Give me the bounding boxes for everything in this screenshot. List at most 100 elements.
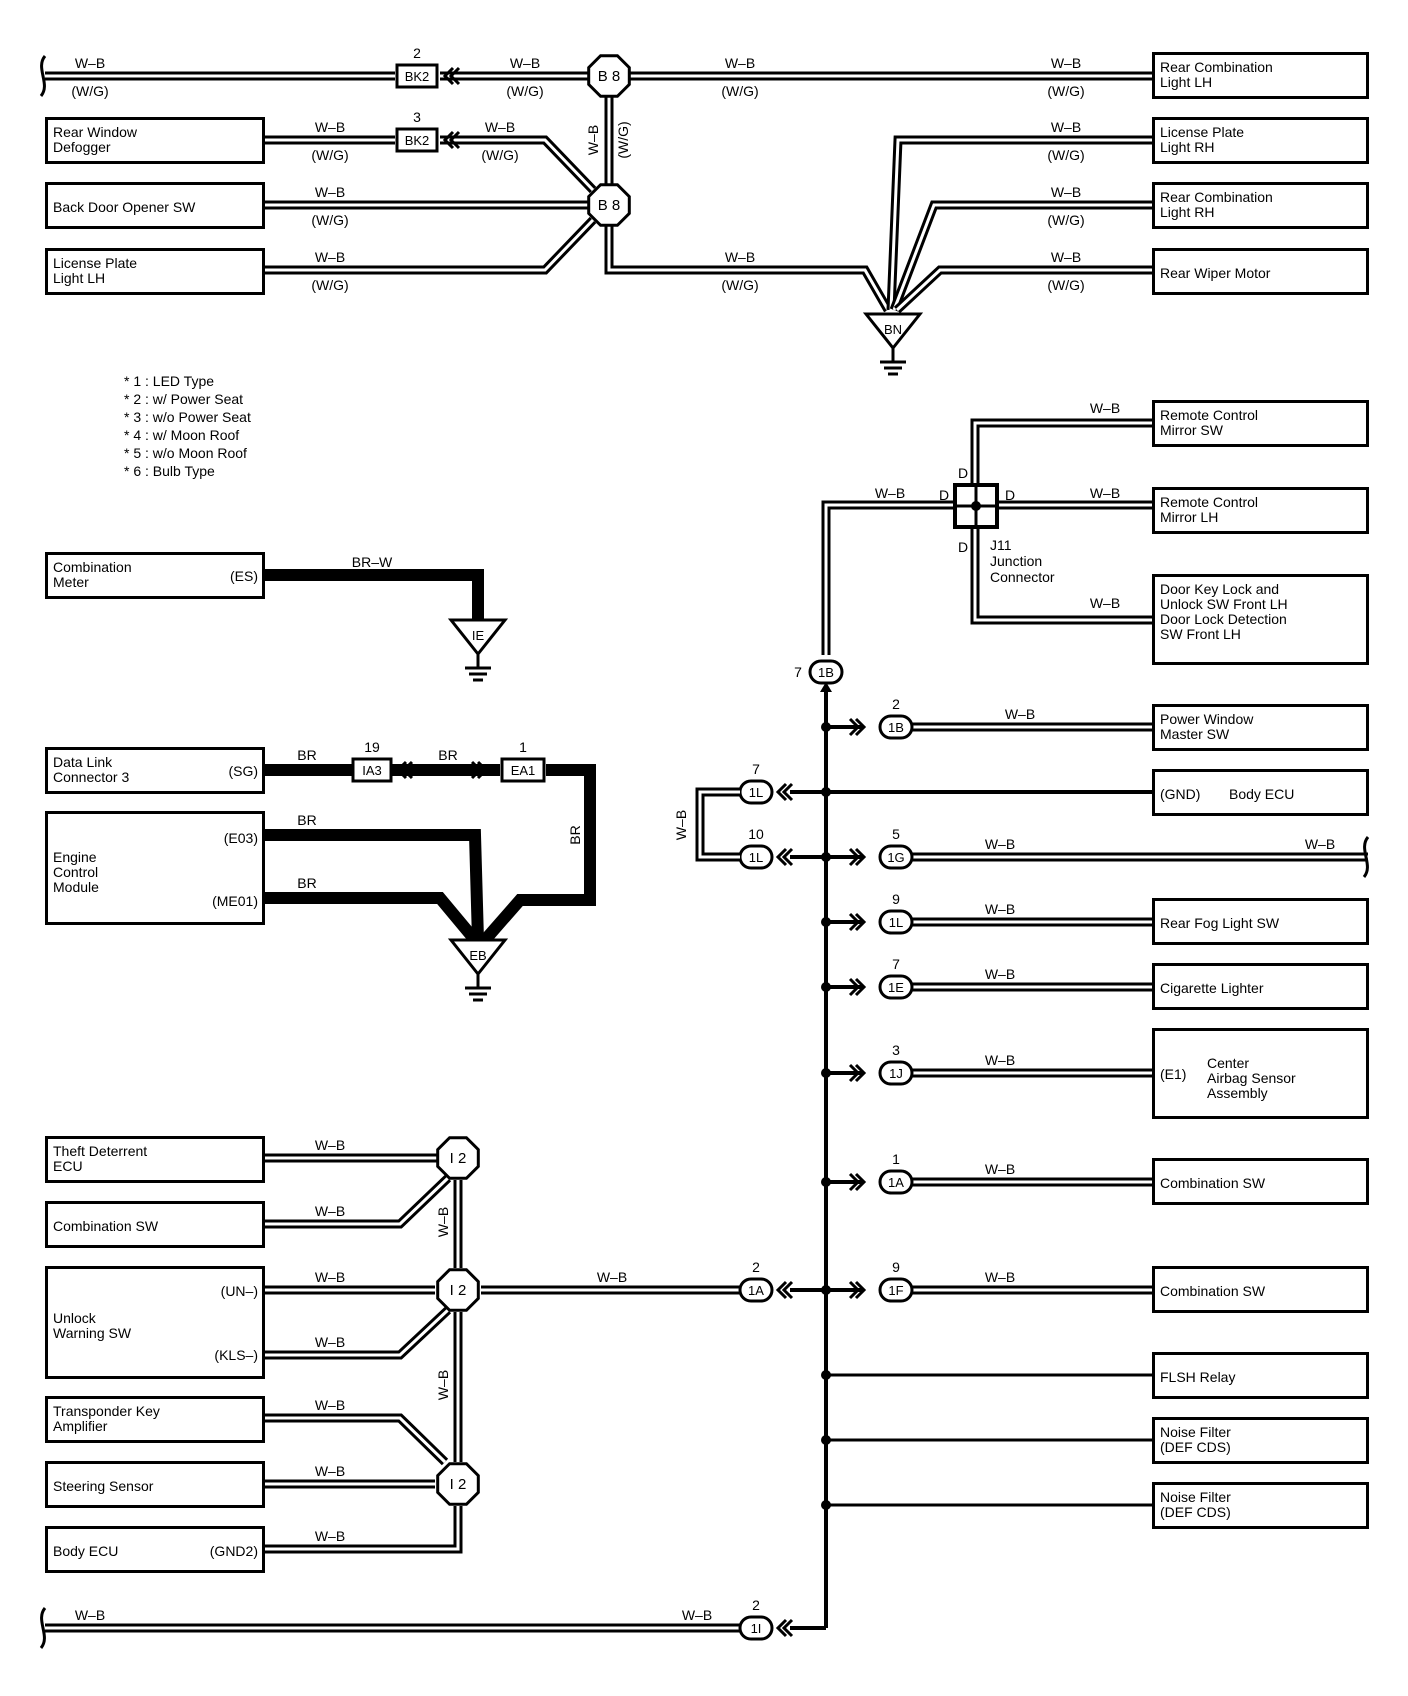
wire-color-label: W–B [725,249,755,265]
transponder-key-amplifier-label: Transponder Key Amplifier [53,1403,160,1434]
legend-item: * 2 : w/ Power Seat [124,391,244,407]
wire-break-mark [39,1607,47,1649]
pin-un: (UN–) [220,1283,258,1299]
back-door-opener-sw-box: Back Door Opener SW [45,182,265,229]
rear-wiper-motor-label: Rear Wiper Motor [1160,265,1271,281]
wire-break-mark [39,55,47,97]
wire-color-label: (W/G) [721,83,758,99]
arrow-mark [854,1280,867,1300]
wire-color-label: W–B [1305,836,1335,852]
wire-core [440,138,595,192]
j11-pin-d: D [939,487,949,503]
arrow-mark [854,1172,867,1192]
wire-outline [265,1306,452,1360]
wire-color-label: W–B [1090,485,1120,501]
wire-outline [970,418,1152,505]
wire-color-label: W–B [485,119,515,135]
wire-color-label: W–B [985,901,1015,917]
wire-color-label: W–B [985,1052,1015,1068]
pin-number: 2 [752,1259,760,1275]
wire-color-label: W–B [510,55,540,71]
wire-core [973,525,1152,622]
rear-combination-light-rh-label: Rear Combination Light RH [1160,189,1273,220]
wire-core [265,1308,450,1357]
wire-thick [265,892,480,944]
connector-1a-left-label: 1A [748,1283,764,1298]
pin-number: 10 [748,826,764,842]
j11-pin-d: D [958,539,968,555]
power-window-master-sw-label: Power Window Master SW [1160,711,1254,742]
connector-branch-body [878,714,914,740]
wire-color-label: W–B [985,1269,1015,1285]
wire-color-label: BR–W [352,554,393,570]
arrow-mark [781,782,794,802]
wire-color-label: (W/G) [311,147,348,163]
wire-color-label: W–B [315,184,345,200]
wire-color-label: W–B [1051,184,1081,200]
back-door-opener-sw-label: Back Door Opener SW [53,199,196,215]
wire-outline [604,224,892,313]
arrow-mark [395,760,408,780]
pin-number: 5 [892,826,900,842]
arrow-mark [470,760,483,780]
connector-branch-body [878,974,914,1000]
junction-i2-mid-body [436,1268,480,1312]
wire-core [265,218,595,272]
wire-color-label: BR [438,747,457,763]
door-key-lock-sw-label: Door Key Lock and Unlock SW Front LH Doo… [1160,581,1288,642]
wire-color-label: W–B [315,1463,345,1479]
wire-color-label: W–B [725,55,755,71]
connector-bk2-mid-body [395,127,439,153]
arrow-mark [775,782,788,802]
cigarette-lighter-label: Cigarette Lighter [1160,980,1264,996]
arrow-mark [775,1280,788,1300]
wire-color-label: (W/G) [615,121,631,158]
license-plate-light-rh-label: License Plate Light RH [1160,124,1245,155]
legend-item: * 6 : Bulb Type [124,463,215,479]
wire-outline [265,1413,449,1466]
wire-color-label: W–B [1051,249,1081,265]
pin-me01: (ME01) [212,893,258,909]
arrow-mark [848,847,861,867]
connector-branch-body [878,1277,914,1303]
wire-color-label: W–B [315,1269,345,1285]
junction-dot [971,501,981,511]
ground-ie-label: IE [472,628,485,643]
junction-dot [821,722,831,732]
rear-combination-light-rh-box: Rear Combination Light RH [1152,182,1369,229]
junction-i2-top-body [436,1136,480,1180]
wire-color-label: W–B [875,485,905,501]
arrow-mark [854,717,867,737]
legend-item: * 3 : w/o Power Seat [124,409,251,425]
noise-filter-2-box: Noise Filter (DEF CDS) [1152,1482,1369,1529]
pin-number: 19 [364,739,380,755]
ground-ie-triangle [447,618,509,657]
connector-branch-label: 1A [888,1175,904,1190]
connector-branch-body [878,909,914,935]
wire-thick [265,569,484,620]
license-plate-light-lh-label: License Plate Light LH [53,255,138,286]
arrow-mark [781,847,794,867]
pin-number: 3 [892,1042,900,1058]
wire-color-label: W–B [597,1269,627,1285]
noise-filter-1-box: Noise Filter (DEF CDS) [1152,1417,1369,1464]
arrow-mark [448,66,461,86]
connector-branch-label: 1L [889,915,903,930]
wire-core [973,421,1152,505]
remote-control-mirror-lh-label: Remote Control Mirror LH [1160,494,1259,525]
ground-bn-label: BN [884,322,902,337]
connector-1l-bottom-label: 1L [749,850,763,865]
wire-color-label: W–B [585,125,601,155]
wire-color-label: (W/G) [1047,147,1084,163]
arrow-mark [401,760,414,780]
arrow-mark [854,977,867,997]
wire-color-label: (W/G) [1047,83,1084,99]
connector-1i-label: 1I [751,1621,762,1636]
wire-color-label: W–B [435,1207,451,1237]
combination-sw-left-label: Combination SW [53,1218,159,1234]
connector-bk2-top-body [395,63,439,89]
wire-core [889,138,1152,311]
junction-i2-bottom-label: I 2 [450,1476,467,1493]
arrow-mark [442,66,455,86]
engine-control-module-box: Engine Control Module(E03)(ME01) [45,811,265,925]
